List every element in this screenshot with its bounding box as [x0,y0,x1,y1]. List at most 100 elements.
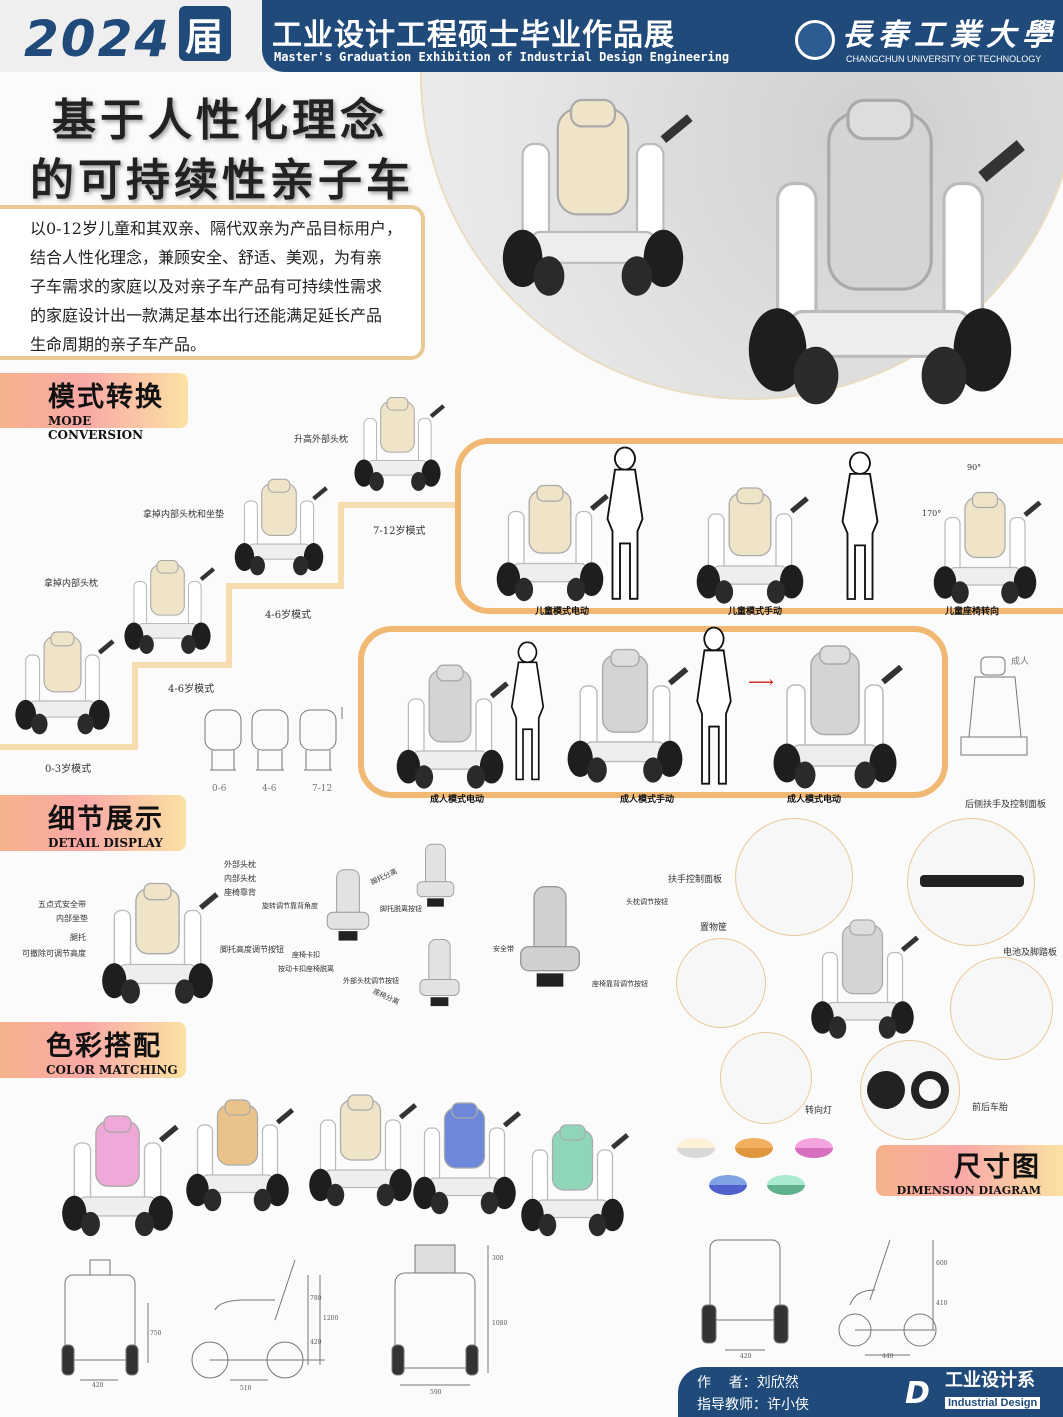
dim-value: 420 [92,1382,104,1389]
stroller-0-3 [5,618,120,738]
action-label: 升高外部头枕 [294,435,349,445]
mode-caption: 成人模式电动 [430,795,485,805]
university-name-en: CHANGCHUN UNIVERSITY OF TECHNOLOGY [846,54,1042,64]
callout-label: 外部头枕调节按钮 [343,977,399,985]
detail-circle-basket [676,938,766,1028]
color-variant-blue [402,1088,527,1218]
sketch-note: 成人 [1011,655,1029,667]
detail-circle-rear-panel [907,818,1035,946]
stroller-7-12 [345,382,450,497]
year-text: 2024 [24,10,172,68]
color-swatch [709,1175,747,1195]
stair-line [132,662,232,668]
sketch-label: 7-12 [312,784,332,794]
sketch-label: 4-6 [262,784,277,794]
stroller-4-6b [225,465,333,580]
part-label: 前后车胎 [972,1103,1009,1113]
callout-label: 五点式安全带 [38,900,86,909]
step-label: 7-12岁模式 [373,526,426,537]
child-seat-sketches: 0-6 4-6 7-12 [204,707,343,794]
section-title: 细节展示 [48,804,164,835]
color-variant-green [510,1110,635,1240]
stair-line [226,583,344,589]
dim-value: 750 [150,1330,162,1337]
detail-circle-tires [860,1040,960,1140]
action-label: 拿掉内部头枕 [44,579,99,589]
advisor: 指导教师：许小侠 [697,1397,809,1413]
mode-caption: 儿童座椅转向 [945,607,1000,617]
stair-line [0,744,138,750]
dimension-drawings-right: 600 410 440 420 [701,1239,948,1360]
intro-line: 的家庭设计出一款满足基本出行还能满足延长产品 [30,306,383,325]
section-header-mode: 模式转换 MODE CONVERSION [0,373,188,442]
dimension-drawings: 750 420 780 1200 420 510 300 1080 590 [61,1244,507,1396]
step-label: 4-6岁模式 [265,610,312,621]
intro-line: 生命周期的亲子车产品。 [30,335,207,354]
person-silhouette [600,445,650,605]
mode-caption: 儿童模式手动 [728,607,783,617]
detail-circle-armrest-panel [735,818,853,936]
step-label: 0-3岁模式 [45,764,92,775]
stair-line [338,502,344,589]
stroller-4-6a [115,545,220,660]
mode-caption: 成人模式电动 [787,795,842,805]
university-emblem-icon [795,20,835,60]
intro-line: 子车需求的家庭以及对亲子车产品有可持续性需求 [30,277,383,296]
callout-label: 内部头枕 [224,874,256,883]
detail-circle-battery-footrest [950,957,1053,1060]
child-electric-render [485,470,615,605]
callout-label: 脚托脱离按钮 [380,905,422,913]
project-title-line2: 的可持续性亲子车 [30,155,414,206]
section-header-dimension: 尺寸图 DIMENSION DIAGRAM [876,1145,1063,1197]
dim-value: 420 [740,1353,752,1360]
exhibition-title: 工业设计工程硕士毕业作品展 [272,18,675,53]
year-suffix: 届 [179,6,232,61]
section-subtitle: DETAIL DISPLAY [48,836,163,850]
callout-label: 座椅卡扣 [292,951,320,959]
color-swatch [767,1175,805,1195]
intro-text-box: 以0-12岁儿童和其双亲、隔代双亲为产品目标用户， 结合人性化理念，兼顾安全、舒… [0,205,425,360]
callout-label: 按动卡扣座椅脱离 [278,965,334,973]
header-band [262,0,1063,72]
part-label: 扶手控制面板 [668,875,723,885]
mode-caption: 儿童模式电动 [535,607,590,617]
stair-line [338,502,458,508]
callout-label: 旋转调节靠背角度 [262,902,318,910]
callout-label: 座椅靠背调节按钮 [592,980,648,988]
exhibition-title-en: Master's Graduation Exhibition of Indust… [274,50,730,64]
arrow-icon: ⟶ [748,672,774,693]
adult-seat-render [510,880,590,1000]
person-silhouette [690,625,738,790]
detail-center-render [800,905,925,1050]
step-label: 4-6岁模式 [168,684,215,695]
part-label: 转向灯 [805,1106,833,1116]
part-label: 置物筐 [700,923,728,933]
color-swatch [795,1138,833,1158]
color-variant-cream [298,1080,423,1210]
hero-child-stroller-render [478,78,708,298]
color-swatch [677,1138,715,1158]
child-manual-render [685,475,815,605]
section-title: 模式转换 [48,382,164,413]
callout-label: 外部头枕 [224,860,256,869]
intro-line: 结合人性化理念，兼顾安全、舒适、美观，为有亲 [30,248,383,267]
section-subtitle: MODE CONVERSION [48,414,144,442]
person-silhouette [835,450,885,605]
color-swatch [735,1138,773,1158]
child-seat-detached-render [408,840,463,915]
section-header-color: 色彩搭配 COLOR MATCHING [0,1022,186,1078]
section-header-detail: 细节展示 DETAIL DISPLAY [0,795,186,851]
detail-circle-turn-signal [720,1032,812,1124]
callout-label: 座椅靠背 [224,888,256,897]
part-label: 后侧扶手及控制面板 [965,800,1047,810]
section-subtitle: DIMENSION DIAGRAM [896,1184,1041,1197]
university-name: 長春工業大學 [842,18,1058,53]
angle-label: 170° [922,509,942,518]
adult-modes-box [358,626,948,798]
sketch-label: 0-6 [212,784,227,794]
person-silhouette [505,640,550,785]
project-title-line1: 基于人性化理念 [52,95,388,146]
dim-value: 590 [430,1389,442,1396]
color-variant-pink [50,1100,185,1240]
callout-label: 脚托高度调节按钮 [220,945,284,954]
